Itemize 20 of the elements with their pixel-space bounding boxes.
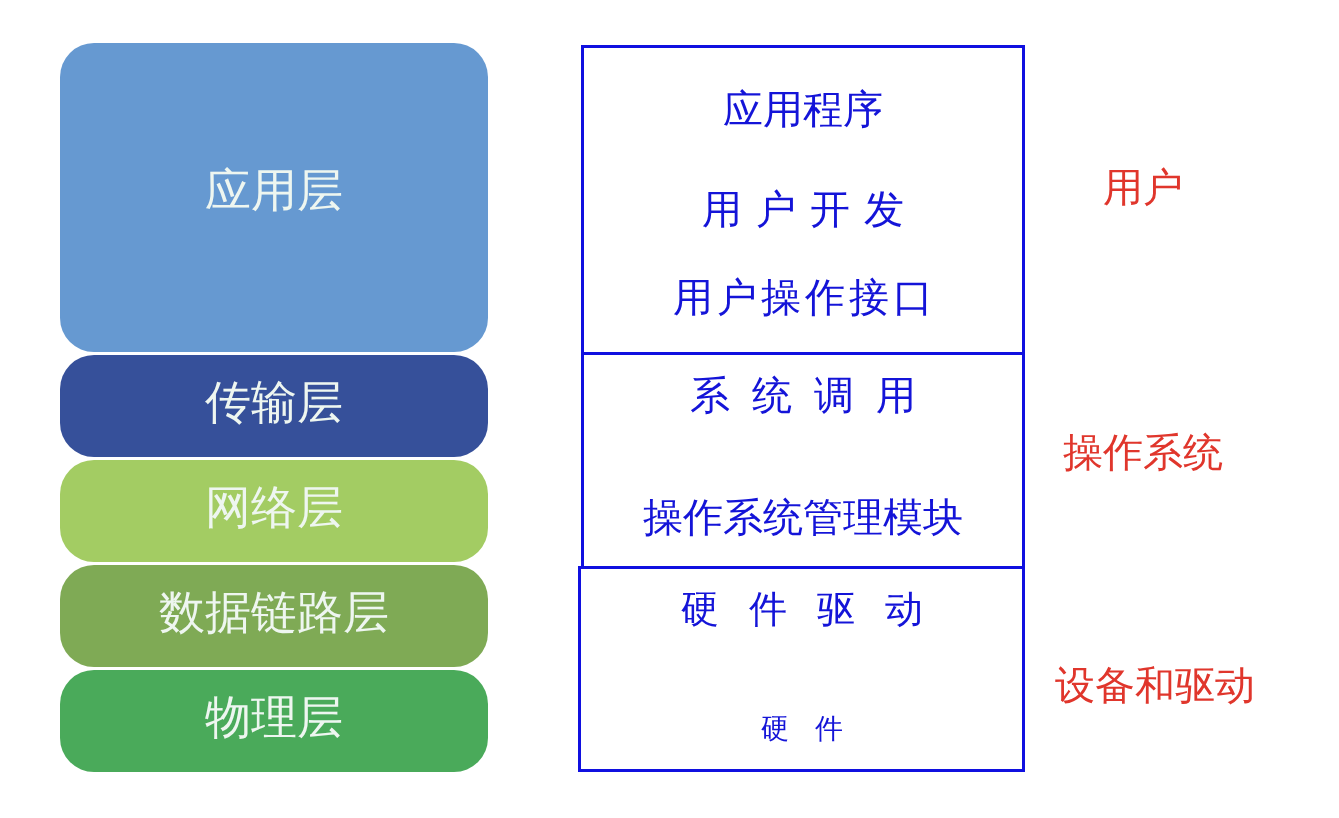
network-layer-box	[60, 670, 488, 772]
layer-label: 网络层	[205, 480, 343, 534]
network-layer-box	[60, 565, 488, 667]
layer-text: 硬件驱动	[680, 587, 953, 631]
layer-label: 应用层	[205, 163, 343, 217]
layer-text: 用户开发	[702, 186, 918, 232]
network-layer-box	[60, 460, 488, 562]
side-label: 操作系统	[1063, 430, 1223, 474]
layer-label: 数据链路层	[159, 585, 389, 639]
layer-text: 硬件	[760, 712, 869, 745]
layer-text: 系统调用	[690, 372, 938, 418]
layer-text: 用户操作接口	[673, 274, 937, 320]
network-layer-box	[60, 43, 488, 352]
layer-label: 传输层	[205, 375, 343, 429]
side-label: 用户	[1103, 165, 1183, 209]
layer-text: 应用程序	[723, 86, 883, 132]
side-label: 设备和驱动	[1055, 663, 1255, 707]
layer-label: 物理层	[205, 690, 343, 744]
network-layer-box	[60, 355, 488, 457]
layer-text: 操作系统管理模块	[643, 494, 963, 540]
